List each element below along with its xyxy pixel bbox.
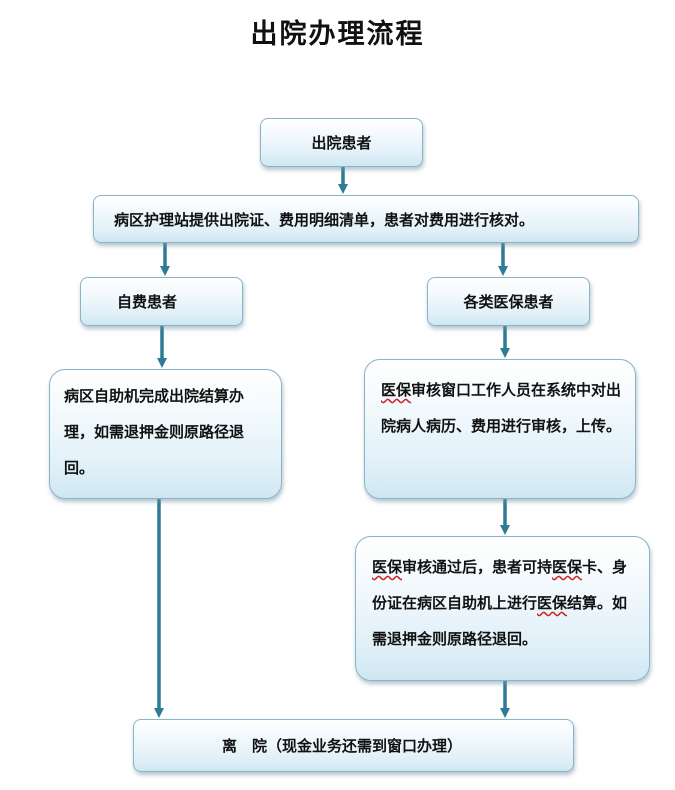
node-insurance-patient: 各类医保患者 xyxy=(427,277,590,326)
node-insurance-settlement: 医保审核通过后，患者可持医保卡、身份证在病区自助机上进行医保结算。如需退押金则原… xyxy=(355,536,650,681)
node-self-pay-settlement: 病区自助机完成出院结算办理，如需退押金则原路径退回。 xyxy=(49,369,282,499)
page-title: 出院办理流程 xyxy=(250,19,425,50)
node-ward-provide-documents: 病区护理站提供出院证、费用明细清单，患者对费用进行核对。 xyxy=(93,195,639,243)
node-discharge: 离 院（现金业务还需到窗口办理） xyxy=(133,719,574,772)
node-discharged-patient: 出院患者 xyxy=(260,118,423,167)
node-insurance-review: 医保审核窗口工作人员在系统中对出院病人病历、费用进行审核，上传。 xyxy=(364,359,636,499)
node-self-pay-patient: 自费患者 xyxy=(80,277,243,326)
